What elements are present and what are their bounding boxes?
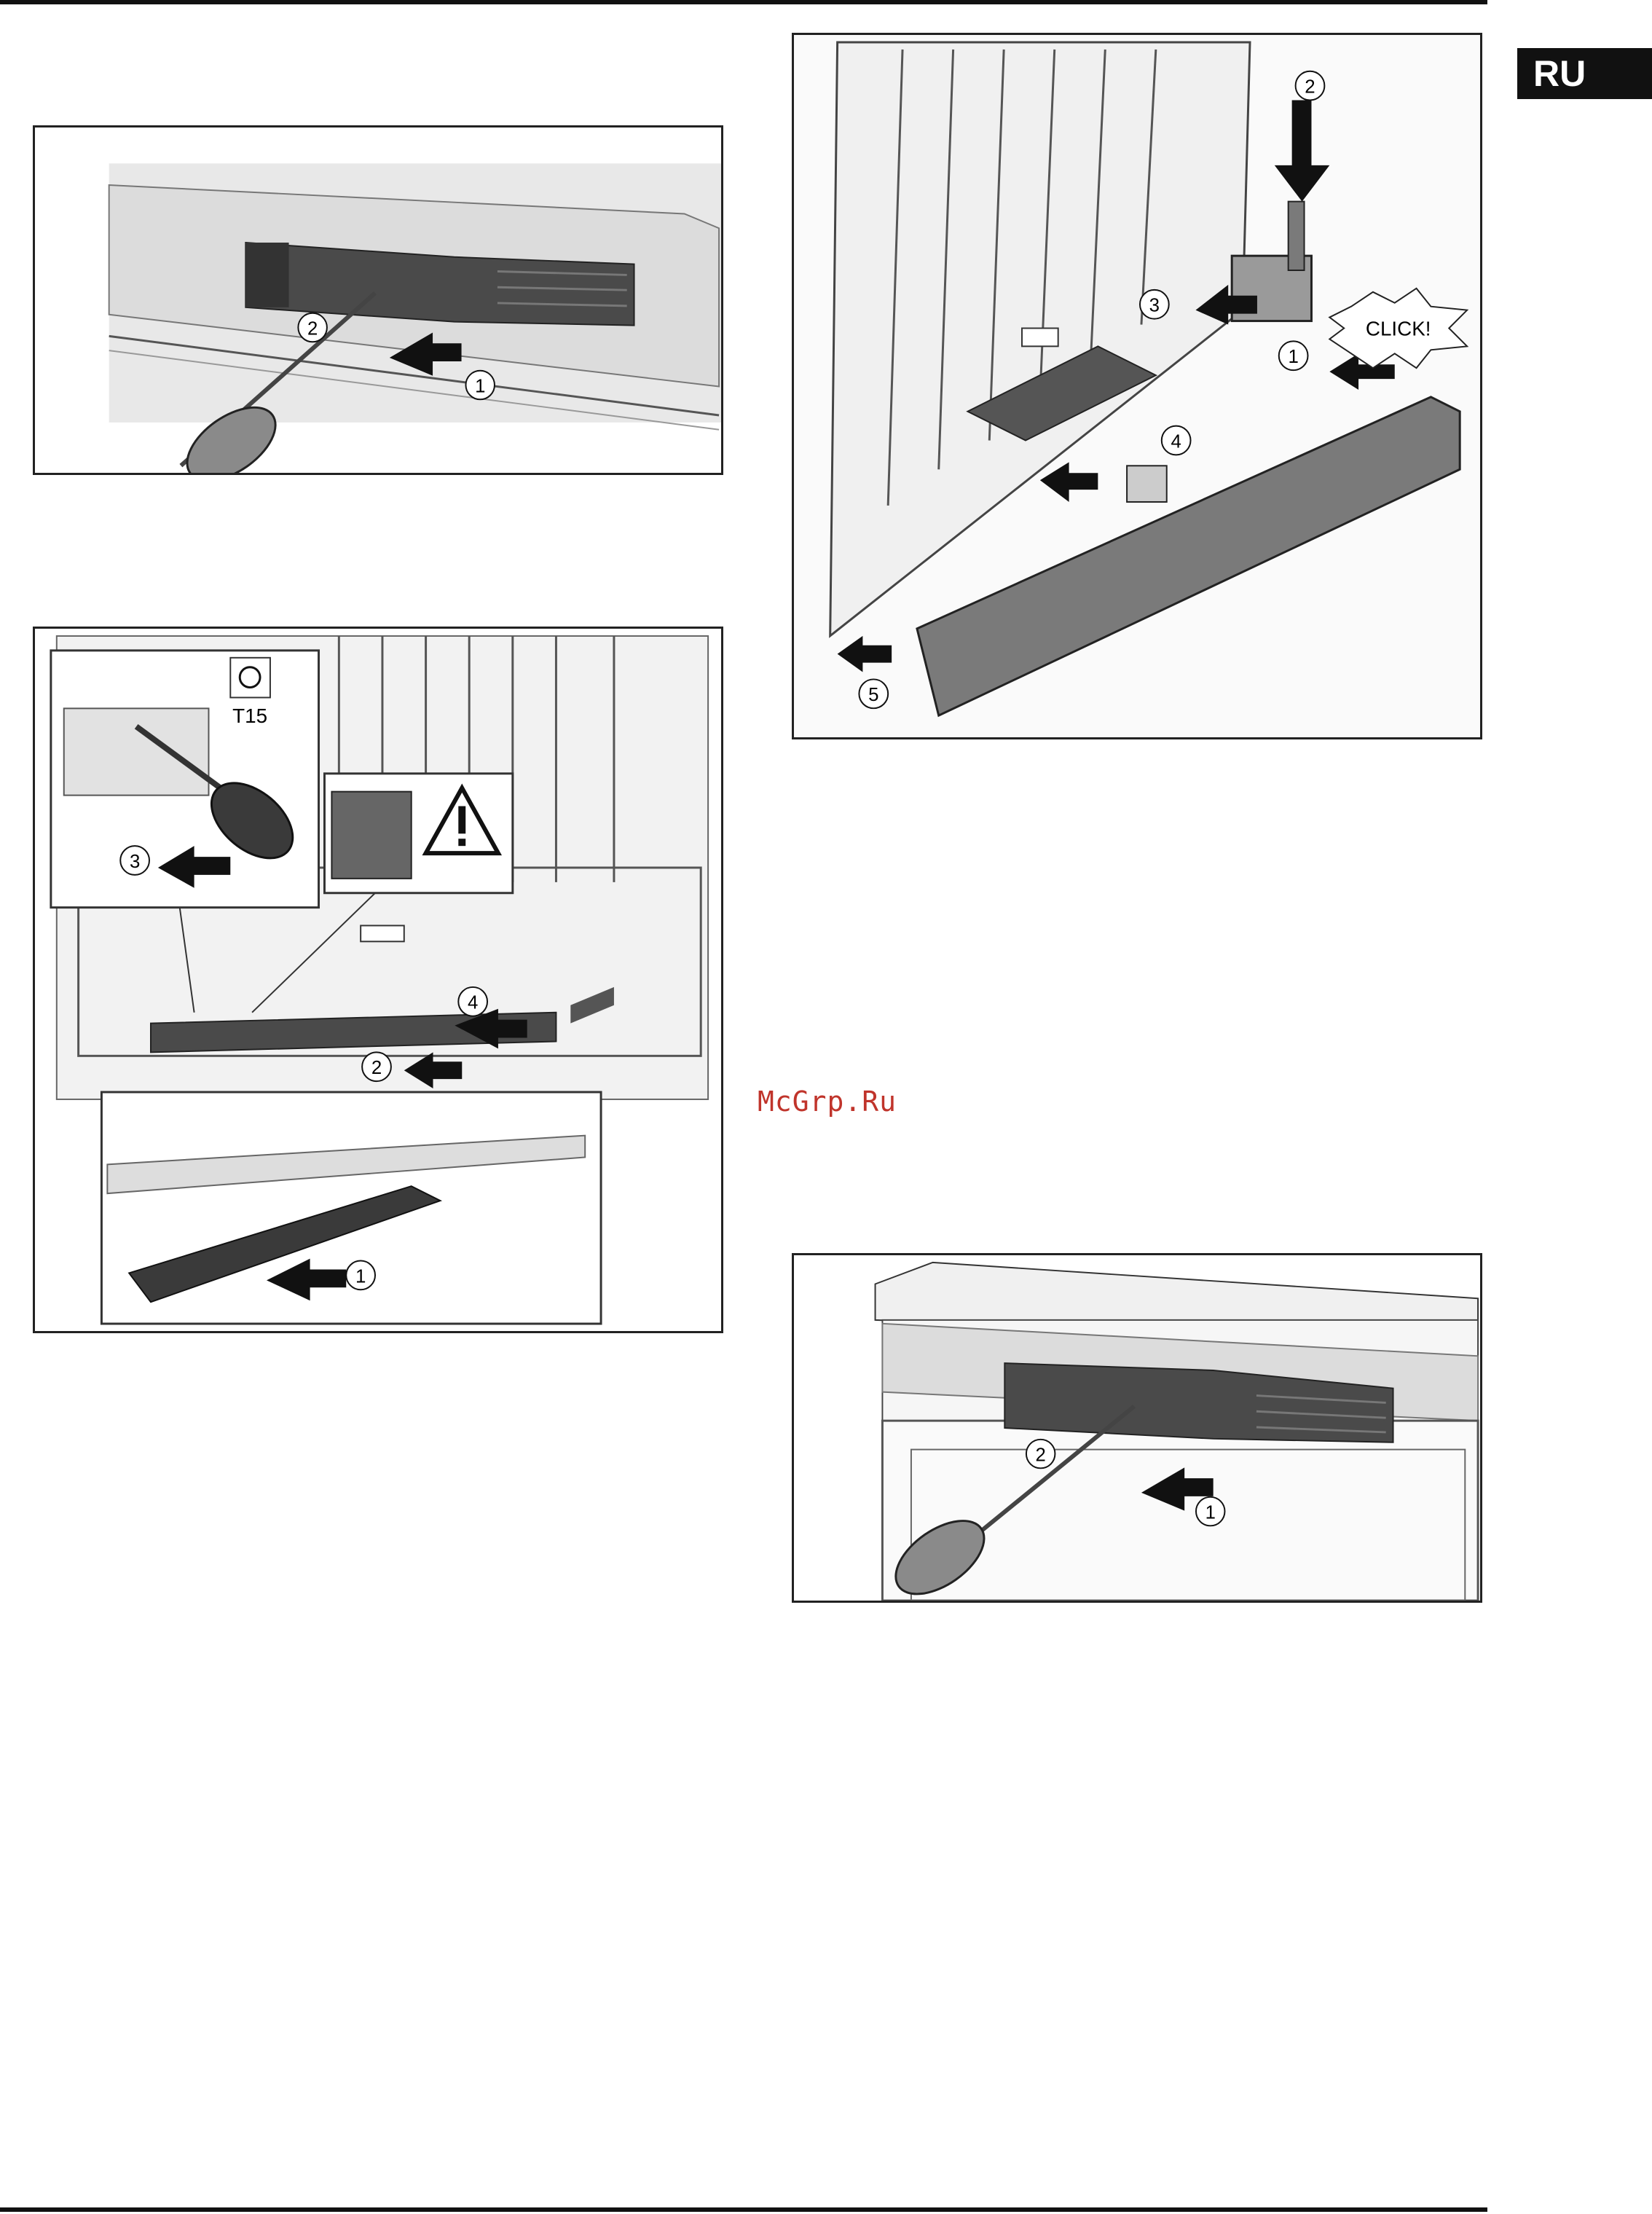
fig3-callout-5: 5 [868, 685, 878, 705]
figure-3-illustration: CLICK! 2 3 1 4 5 [792, 33, 1482, 739]
top-rule [0, 0, 1487, 4]
fig3-callout-3: 3 [1149, 296, 1160, 316]
fig3-click-label: CLICK! [1366, 317, 1431, 339]
fig3-callout-2: 2 [1305, 77, 1315, 98]
fig4-callout-1: 1 [1205, 1502, 1216, 1523]
fig1-callout-2: 2 [307, 318, 318, 339]
fig2-callout-3: 3 [130, 852, 140, 872]
language-badge-label: RU [1533, 52, 1586, 95]
fig2-freezer-label [361, 925, 404, 941]
figure-1-illustration: 2 1 [33, 125, 723, 475]
fig3-drawing: CLICK! 2 3 1 4 5 [794, 35, 1480, 737]
fig4-callout-2: 2 [1036, 1445, 1046, 1465]
fig3-callout-4: 4 [1171, 431, 1181, 452]
fig2-tool-label: T15 [232, 704, 267, 727]
fig3-hinge-pin [1289, 202, 1305, 270]
figure-2-illustration: T15 3 1 2 4 [33, 627, 723, 1333]
fig2-callout-4: 4 [468, 993, 478, 1013]
fig2-callout-1: 1 [355, 1266, 366, 1287]
watermark-text: McGrp.Ru [758, 1086, 897, 1118]
fig3-freezer-label [1022, 329, 1058, 347]
fig3-callout-1: 1 [1288, 347, 1298, 367]
fig1-callout-1: 1 [475, 376, 485, 396]
fig2-callout-2: 2 [371, 1058, 382, 1078]
fig2-drawing: T15 3 1 2 4 [35, 629, 721, 1331]
figure-4-illustration: 2 1 [792, 1253, 1482, 1603]
fig1-drawing: 2 1 [35, 127, 721, 473]
language-badge: RU [1517, 48, 1652, 99]
fig3-clip [1127, 466, 1167, 502]
fig4-drawing: 2 1 [794, 1255, 1480, 1601]
bottom-rule [0, 2207, 1487, 2212]
